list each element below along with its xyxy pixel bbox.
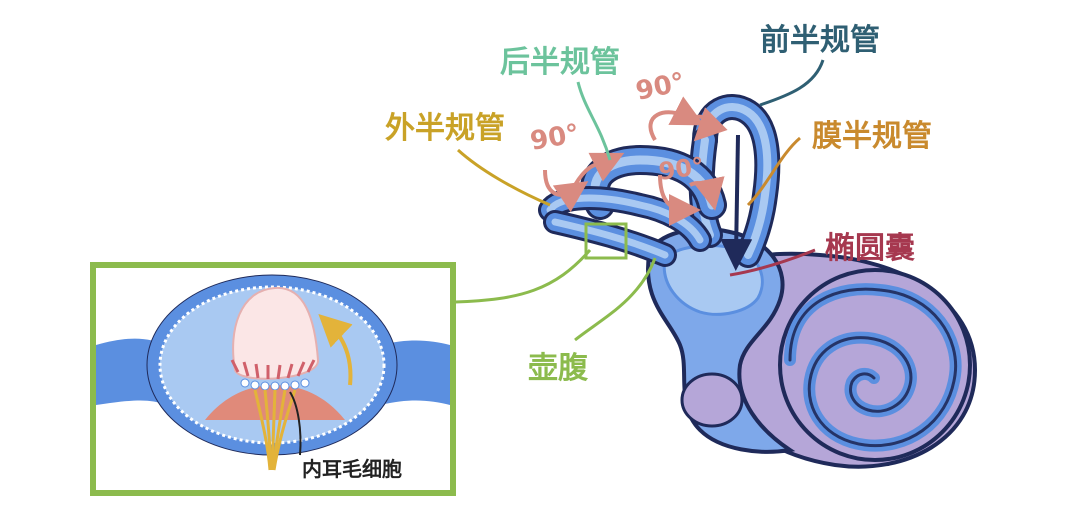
leader-membranous (746, 136, 801, 207)
label-hair-cells: 内耳毛细胞 (302, 457, 402, 481)
leader-ampulla (574, 257, 657, 342)
label-utricle: 椭圆囊 (825, 231, 915, 266)
angle-label-1: 90° (528, 119, 582, 157)
endolymph-flow-arrow (720, 134, 753, 271)
label-ampulla: 壶腹 (528, 351, 589, 386)
ampulla-inset: 内耳毛细胞 (90, 262, 456, 496)
ampulla-highlight-box (584, 222, 628, 260)
angle-arrows (543, 96, 728, 226)
leader-inset (454, 249, 592, 304)
cupula-deflection-arrow (318, 314, 353, 386)
leader-hair-cells (289, 391, 302, 456)
label-posterior-canal: 后半规管 (500, 45, 620, 80)
label-membranous-canal: 膜半规管 (812, 119, 932, 154)
leader-utricle (729, 248, 816, 277)
leader-lateral (456, 148, 551, 207)
label-anterior-canal: 前半规管 (760, 23, 880, 58)
angle-label-2: 90° (633, 67, 687, 107)
leader-posterior (576, 81, 612, 161)
angle-label-3: 90° (657, 152, 706, 186)
label-lateral-canal: 外半规管 (385, 111, 505, 146)
leader-anterior (759, 59, 825, 107)
